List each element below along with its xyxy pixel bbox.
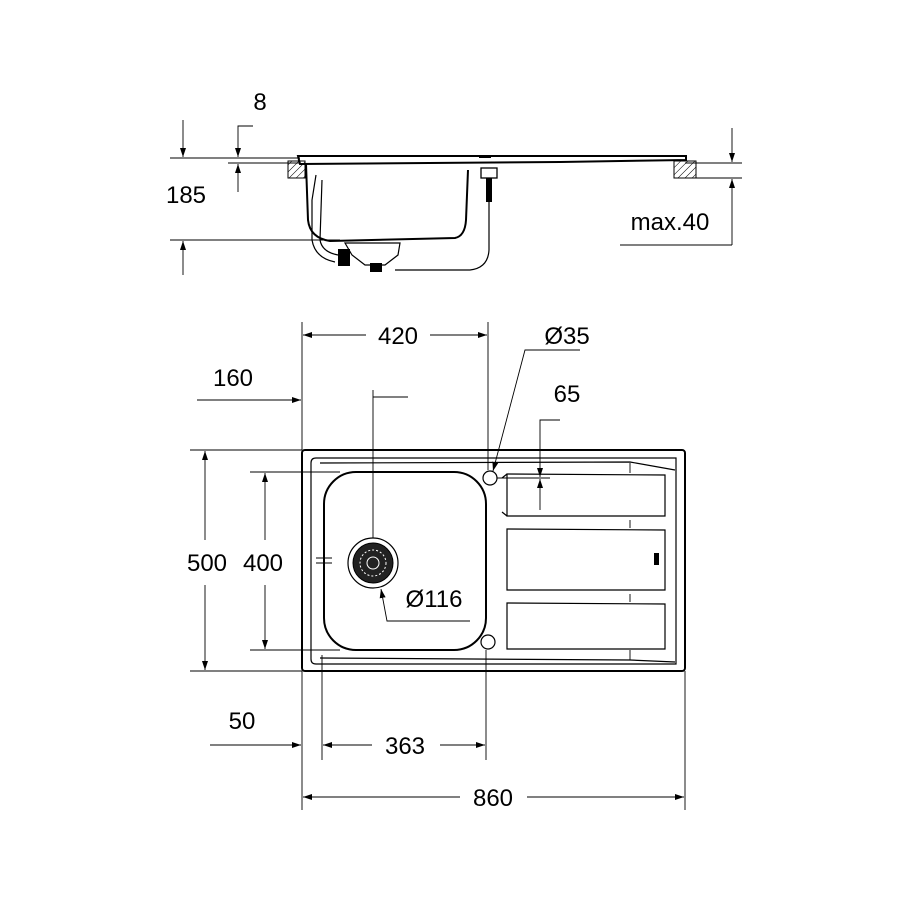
dim-500-label: 500 (187, 550, 227, 577)
tap-hole (482, 470, 498, 486)
dim-363: 363 (323, 650, 487, 760)
overflow-fitting (480, 167, 498, 179)
overflow-hose (395, 202, 490, 271)
dim-tap-hole: Ø35 (492, 323, 590, 472)
overflow-hole (480, 634, 496, 650)
dim-500: 500 (187, 449, 302, 672)
drain-hose-left (311, 174, 339, 263)
sink-outline (301, 449, 686, 672)
drain-waste (343, 242, 401, 266)
side-view (170, 155, 742, 272)
dim-drain-label: Ø116 (406, 586, 463, 613)
dim-50-label: 50 (229, 708, 256, 735)
sink-rim-profile (296, 155, 687, 166)
dim-400: 400 (243, 471, 340, 651)
dim-max40-label: max.40 (631, 209, 710, 236)
worktop-right (673, 160, 697, 179)
drainer-ribs (501, 463, 666, 660)
dim-max40: max.40 (620, 128, 735, 246)
dim-160: 160 (197, 365, 408, 538)
dim-420-label: 420 (378, 323, 418, 350)
dim-65: 65 (497, 381, 580, 510)
dim-860-label: 860 (473, 785, 513, 812)
dim-65-label: 65 (554, 381, 581, 408)
dim-8: 8 (235, 89, 267, 192)
drain-strainer (352, 542, 394, 584)
dim-400-label: 400 (243, 550, 283, 577)
dim-drain: Ø116 (379, 586, 470, 622)
bowl-profile (305, 163, 469, 243)
dim-420: 420 (301, 322, 489, 470)
dim-185-label: 185 (166, 182, 206, 209)
bowl (323, 471, 487, 651)
top-view (301, 449, 686, 672)
dim-363-label: 363 (385, 733, 425, 760)
dim-860: 860 (303, 671, 686, 812)
dim-160-label: 160 (213, 365, 253, 392)
dim-8-label: 8 (253, 89, 266, 116)
dim-185: 185 (166, 120, 340, 275)
worktop-left (287, 160, 306, 179)
dim-tap-hole-label: Ø35 (544, 323, 589, 350)
sink-rim (310, 457, 677, 665)
dim-50: 50 (210, 655, 323, 810)
